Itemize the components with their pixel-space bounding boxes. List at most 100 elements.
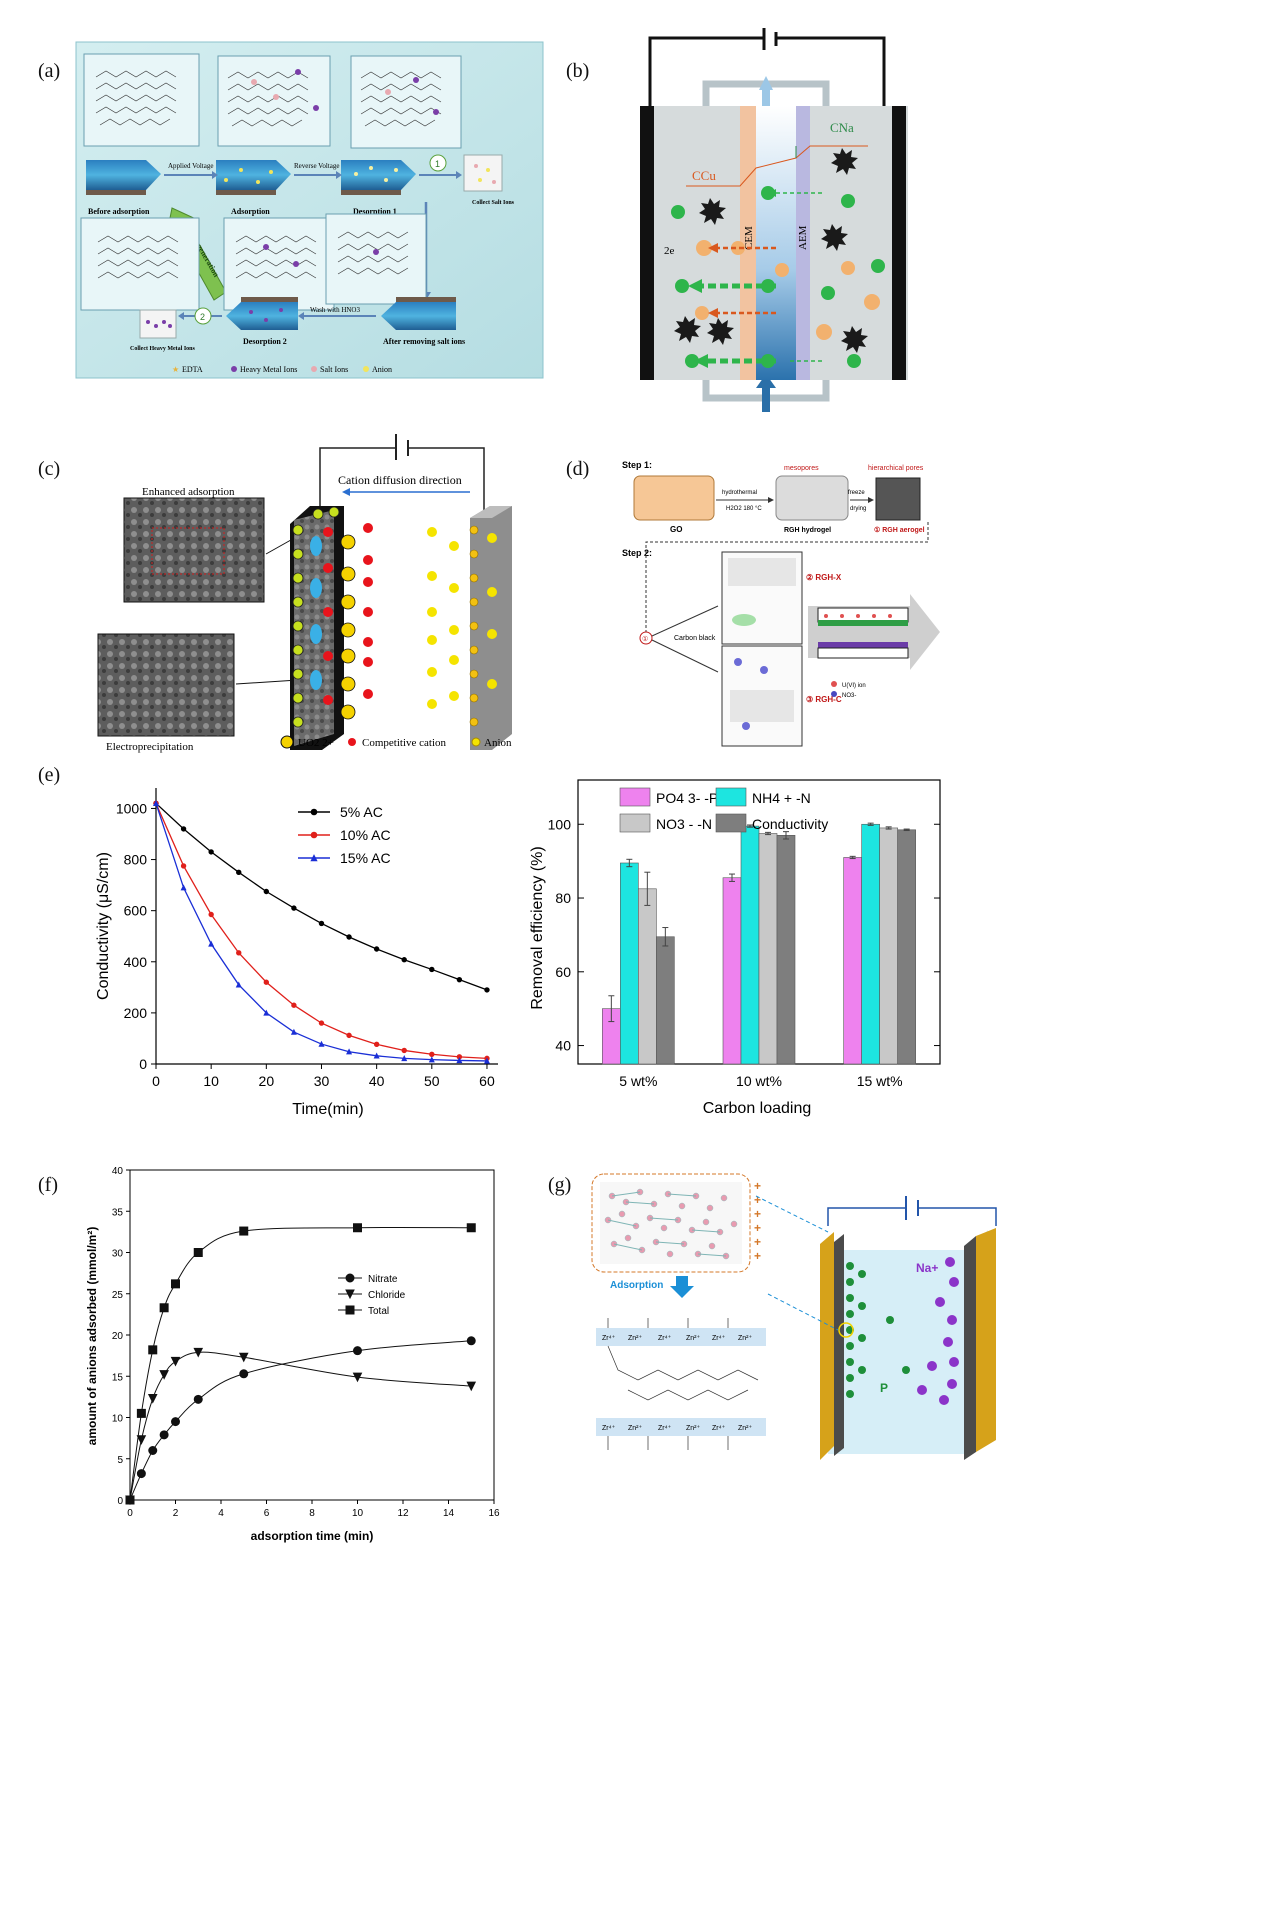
panel-g-schematic: ++++++ Adsorption Zr⁴⁺Zn²⁺Zr⁴⁺Zn²⁺Zr⁴⁺Zn… bbox=[591, 1173, 997, 1460]
collect-salt-label: Collect Salt Ions bbox=[472, 200, 515, 206]
state-adsorption-label: Adsorption bbox=[231, 207, 270, 216]
svg-text:Wash with HNO3: Wash with HNO3 bbox=[310, 306, 360, 314]
x-tick-label: 12 bbox=[397, 1508, 409, 1519]
svg-text:Zr⁴⁺: Zr⁴⁺ bbox=[712, 1335, 726, 1342]
svg-text:+: + bbox=[754, 1193, 761, 1207]
svg-text:+: + bbox=[754, 1221, 761, 1235]
sem-image-electroprecip bbox=[97, 633, 235, 737]
y-tick-label: 5 bbox=[117, 1455, 123, 1466]
data-point bbox=[318, 1040, 325, 1047]
panel-label-b: (b) bbox=[566, 60, 590, 82]
cem-membrane bbox=[740, 106, 756, 380]
y-tick-label: 40 bbox=[555, 1038, 571, 1054]
state-before-label: Before adsorption bbox=[88, 207, 150, 216]
e-left-ylabel: Conductivity (μS/cm) bbox=[95, 852, 112, 1000]
data-point bbox=[456, 1057, 463, 1064]
chart-e-removal: Carbon loading Removal efficiency (%) 40… bbox=[529, 779, 941, 1117]
chart-f-anions: adsorption time (min) amount of anions a… bbox=[85, 1166, 500, 1543]
panel-c-schematic: Cation diffusion direction Enhanced adso… bbox=[97, 434, 512, 753]
panel-b-cell: CEM AEM CCu CNa 2e bbox=[640, 28, 908, 412]
data-point bbox=[208, 849, 214, 855]
panel-label-g: (g) bbox=[548, 1174, 572, 1196]
zr-zn-labels: Zr⁴⁺Zn²⁺Zr⁴⁺Zn²⁺Zr⁴⁺Zn²⁺ Zr⁴⁺Zn²⁺Zr⁴⁺Zn²… bbox=[602, 1335, 753, 1432]
electrode-cell: Before adsorption bbox=[86, 160, 161, 216]
legend-swatch bbox=[619, 787, 651, 807]
series-line bbox=[129, 1351, 472, 1501]
data-point bbox=[353, 1346, 362, 1356]
data-point bbox=[401, 1047, 407, 1054]
bar bbox=[758, 833, 778, 1065]
arrow-collect-salt: 1 bbox=[419, 154, 462, 179]
svg-text:Competitive cation: Competitive cation bbox=[362, 737, 447, 749]
x-tick-label: 5 wt% bbox=[619, 1073, 657, 1089]
carbon-particles bbox=[674, 148, 868, 353]
legend-label: Conductivity bbox=[752, 816, 828, 832]
svg-text:★: ★ bbox=[172, 365, 179, 374]
svg-text:GO: GO bbox=[670, 525, 682, 534]
bar bbox=[722, 877, 742, 1065]
series-line bbox=[129, 1340, 472, 1501]
svg-text:Zr⁴⁺: Zr⁴⁺ bbox=[658, 1335, 672, 1342]
svg-text:① RGH aerogel: ① RGH aerogel bbox=[874, 526, 925, 534]
svg-text:hydrothermal: hydrothermal bbox=[722, 490, 757, 496]
svg-text:Zn²⁺: Zn²⁺ bbox=[738, 1425, 753, 1432]
x-tick-label: 50 bbox=[424, 1073, 440, 1089]
data-point bbox=[193, 1347, 204, 1358]
step2-label: Step 2: bbox=[622, 548, 652, 558]
data-point bbox=[318, 920, 325, 927]
panel-a-schematic: Before adsorption Adsorption Desorption … bbox=[75, 41, 544, 379]
arrow-reverse-voltage: Reverse Voltage bbox=[294, 162, 342, 179]
data-point bbox=[136, 1408, 146, 1418]
p-ions bbox=[846, 1262, 910, 1398]
data-point bbox=[136, 1435, 147, 1445]
na-label-g: Na+ bbox=[916, 1261, 938, 1275]
data-point bbox=[148, 1345, 158, 1355]
legend-label: Total bbox=[368, 1306, 389, 1317]
e-left-xlabel: Time(min) bbox=[292, 1101, 363, 1118]
svg-text:U(VI) ion: U(VI) ion bbox=[842, 683, 866, 689]
data-point bbox=[401, 957, 407, 963]
data-point bbox=[238, 1352, 249, 1363]
x-tick-label: 20 bbox=[259, 1073, 275, 1089]
data-point bbox=[466, 1381, 477, 1392]
data-point bbox=[193, 1248, 203, 1257]
graphene-box bbox=[350, 55, 462, 149]
svg-text:H2O2 180 °C: H2O2 180 °C bbox=[726, 506, 762, 512]
legend-swatch bbox=[715, 787, 747, 807]
x-tick-label: 6 bbox=[264, 1508, 270, 1519]
svg-text:③ RGH-C: ③ RGH-C bbox=[806, 695, 842, 704]
legend-swatch bbox=[715, 813, 747, 833]
data-point bbox=[429, 966, 435, 973]
panel-c-legend: UO2 2+ Competitive cation Anion bbox=[280, 735, 512, 749]
x-tick-label: 10 bbox=[203, 1073, 219, 1089]
data-point bbox=[353, 1223, 362, 1233]
svg-text:+: + bbox=[754, 1207, 761, 1221]
na-ions-g bbox=[917, 1257, 959, 1405]
c-cu-label: CCu bbox=[692, 168, 716, 183]
data-point bbox=[263, 1009, 270, 1016]
svg-text:Applied Voltage: Applied Voltage bbox=[168, 162, 213, 170]
bar bbox=[776, 835, 796, 1065]
arrow-wash: Wash with HNO3 bbox=[298, 306, 376, 320]
y-tick-label: 60 bbox=[555, 964, 571, 980]
legend-label: NH4 + -N bbox=[752, 790, 811, 806]
svg-text:Zn²⁺: Zn²⁺ bbox=[628, 1335, 643, 1342]
cem-label: CEM bbox=[743, 226, 755, 250]
data-point bbox=[208, 911, 214, 918]
data-point bbox=[180, 863, 187, 869]
svg-text:RGH hydrogel: RGH hydrogel bbox=[784, 527, 831, 534]
svg-text:Zr⁴⁺: Zr⁴⁺ bbox=[658, 1425, 672, 1432]
bar bbox=[638, 888, 657, 1065]
svg-text:drying: drying bbox=[850, 506, 866, 512]
data-point bbox=[346, 1032, 352, 1039]
c-na-label: CNa bbox=[830, 120, 854, 135]
series-line bbox=[155, 802, 488, 991]
svg-text:Carbon black: Carbon black bbox=[674, 635, 716, 642]
cu-ions bbox=[695, 240, 880, 340]
svg-text:Anion: Anion bbox=[484, 737, 512, 749]
svg-text:Anion: Anion bbox=[372, 365, 392, 374]
svg-text:Zr⁴⁺: Zr⁴⁺ bbox=[602, 1425, 616, 1432]
svg-text:Zn²⁺: Zn²⁺ bbox=[686, 1425, 701, 1432]
svg-text:freeze: freeze bbox=[848, 490, 865, 496]
